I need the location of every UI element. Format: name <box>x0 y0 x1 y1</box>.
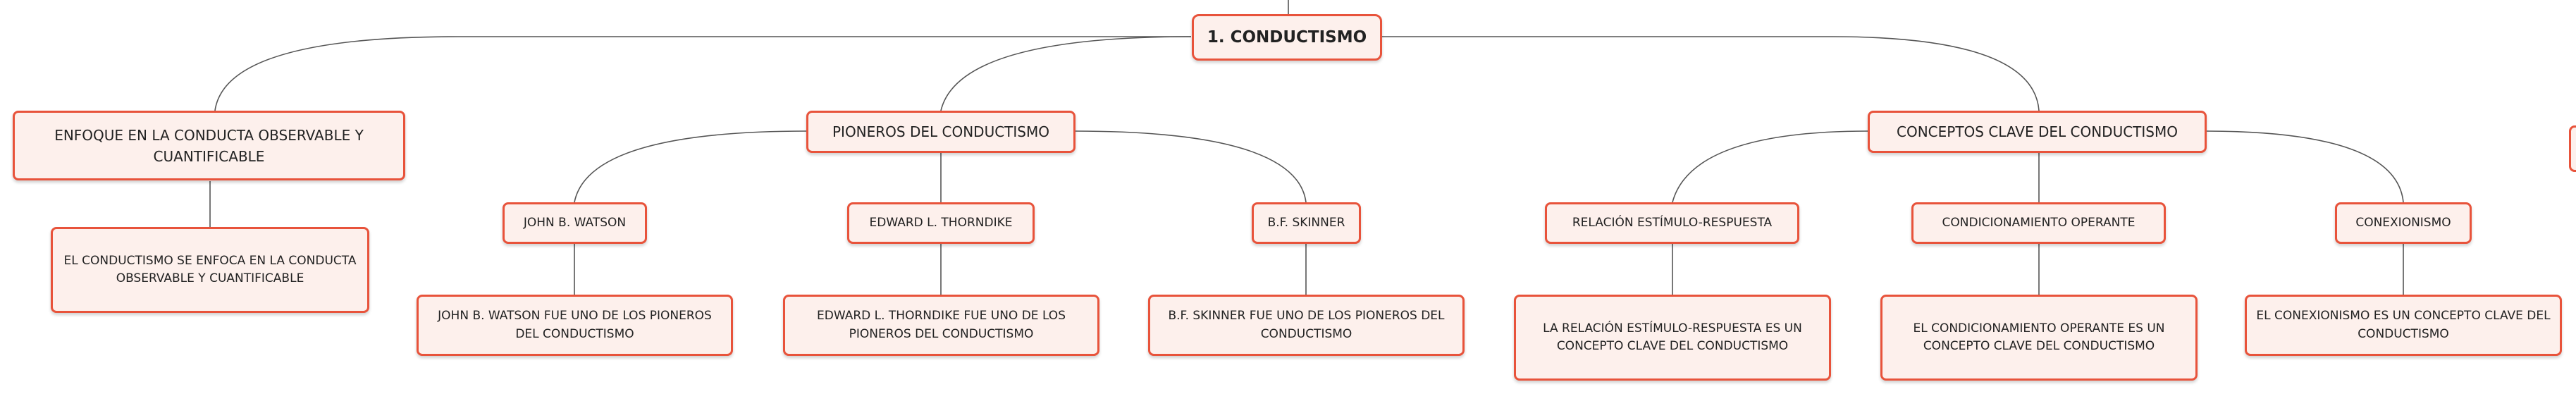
detail-enfoque-text: EL CONDUCTISMO SE ENFOCA EN LA CONDUCTA … <box>63 253 357 286</box>
detail-thorndike[interactable]: EDWARD L. THORNDIKE FUE UNO DE LOS PIONE… <box>783 295 1099 356</box>
link-conceptos-conexionismo <box>2205 130 2404 203</box>
link-conceptos-relacion <box>1672 130 1869 203</box>
detail-skinner[interactable]: B.F. SKINNER FUE UNO DE LOS PIONEROS DEL… <box>1148 295 1465 356</box>
detail-relacion[interactable]: LA RELACIÓN ESTÍMULO-RESPUESTA ES UN CON… <box>1514 295 1831 381</box>
branch-pioneros[interactable]: PIONEROS DEL CONDUCTISMO <box>806 111 1076 153</box>
detail-thorndike-text: EDWARD L. THORNDIKE FUE UNO DE LOS PIONE… <box>817 309 1066 341</box>
node-watson[interactable]: JOHN B. WATSON <box>503 202 647 244</box>
detail-enfoque[interactable]: EL CONDUCTISMO SE ENFOCA EN LA CONDUCTA … <box>51 227 369 313</box>
link-root-conceptos <box>1381 36 2040 111</box>
node-skinner-label: B.F. SKINNER <box>1267 215 1345 230</box>
node-thorndike-label: EDWARD L. THORNDIKE <box>869 215 1013 230</box>
detail-conexionismo-text: EL CONEXIONISMO ES UN CONCEPTO CLAVE DEL… <box>2256 309 2551 341</box>
detail-condicionamiento[interactable]: EL CONDICIONAMIENTO OPERANTE ES UN CONCE… <box>1880 295 2198 381</box>
root-label: 1. CONDUCTISMO <box>1207 27 1367 47</box>
node-thorndike[interactable]: EDWARD L. THORNDIKE <box>847 202 1035 244</box>
root-node[interactable]: 1. CONDUCTISMO <box>1192 14 1382 61</box>
detail-watson-text: JOHN B. WATSON FUE UNO DE LOS PIONEROS D… <box>438 309 712 341</box>
node-conexionismo-label: CONEXIONISMO <box>2355 215 2451 230</box>
branch-pioneros-label: PIONEROS DEL CONDUCTISMO <box>832 123 1049 140</box>
node-condicionamiento[interactable]: CONDICIONAMIENTO OPERANTE <box>1911 202 2166 244</box>
node-watson-label: JOHN B. WATSON <box>523 215 627 230</box>
node-conexionismo[interactable]: CONEXIONISMO <box>2335 202 2472 244</box>
node-condicionamiento-label: CONDICIONAMIENTO OPERANTE <box>1942 215 2136 230</box>
detail-skinner-text: B.F. SKINNER FUE UNO DE LOS PIONEROS DEL… <box>1168 309 1445 341</box>
branch-conceptos-label: CONCEPTOS CLAVE DEL CONDUCTISMO <box>1896 123 2178 140</box>
node-relacion-label: RELACIÓN ESTÍMULO-RESPUESTA <box>1572 215 1773 230</box>
branch-enfoque-label: ENFOQUE EN LA CONDUCTA OBSERVABLE Y CUAN… <box>54 126 364 165</box>
link-pioneros-skinner <box>1074 130 1307 203</box>
detail-conexionismo[interactable]: EL CONEXIONISMO ES UN CONCEPTO CLAVE DEL… <box>2245 295 2562 356</box>
offscreen-node-edge[interactable] <box>2569 125 2576 172</box>
node-skinner[interactable]: B.F. SKINNER <box>1252 202 1361 244</box>
detail-condicionamiento-text: EL CONDICIONAMIENTO OPERANTE ES UN CONCE… <box>1913 321 2165 354</box>
detail-relacion-text: LA RELACIÓN ESTÍMULO-RESPUESTA ES UN CON… <box>1543 321 1802 354</box>
link-root-pioneros <box>940 36 1192 111</box>
node-relacion[interactable]: RELACIÓN ESTÍMULO-RESPUESTA <box>1545 202 1799 244</box>
branch-enfoque[interactable]: ENFOQUE EN LA CONDUCTA OBSERVABLE Y CUAN… <box>13 111 405 180</box>
link-root-enfoque <box>214 36 1191 111</box>
branch-conceptos[interactable]: CONCEPTOS CLAVE DEL CONDUCTISMO <box>1868 111 2207 153</box>
detail-watson[interactable]: JOHN B. WATSON FUE UNO DE LOS PIONEROS D… <box>417 295 733 356</box>
link-pioneros-watson <box>574 130 808 203</box>
